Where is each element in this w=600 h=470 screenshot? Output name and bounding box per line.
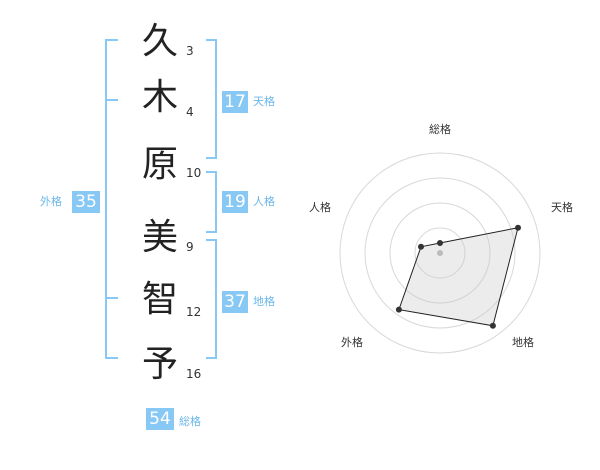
jinkaku-label: 人格 [253, 195, 275, 208]
jinkaku-badge: 19 [222, 191, 248, 213]
radar-point-4 [395, 306, 402, 313]
kanji-1: 久 [141, 21, 178, 62]
chikaku-bracket [206, 239, 217, 359]
soukaku-label: 総格 [179, 415, 201, 428]
tenkaku-bracket [206, 39, 217, 159]
stroke-count-6: 16 [186, 367, 202, 381]
jinkaku-bracket [206, 171, 217, 233]
stroke-count-3: 10 [186, 166, 202, 180]
radar-series-polygon [398, 227, 519, 327]
kanji-6: 予 [141, 344, 178, 385]
stroke-count-1: 3 [186, 44, 194, 58]
stroke-count-5: 12 [186, 305, 202, 319]
kanji-4: 美 [141, 217, 178, 258]
radar-point-3 [489, 322, 496, 329]
stroke-count-2: 4 [186, 105, 194, 119]
radar-ring [364, 177, 516, 329]
radar-label-chikaku: 地格 [512, 335, 534, 349]
tenkaku-badge: 17 [222, 91, 248, 113]
radar-point-2 [515, 224, 521, 231]
kanji-2: 木 [141, 77, 178, 118]
kanji-3: 原 [141, 144, 178, 185]
chikaku-badge: 37 [222, 291, 248, 313]
radar-label-jinkaku: 人格 [309, 200, 331, 214]
tenkaku-label: 天格 [253, 95, 275, 108]
kanji-5: 智 [141, 279, 178, 320]
chikaku-label: 地格 [253, 295, 275, 308]
radar-center-dot [437, 250, 443, 256]
gaikaku-badge: 35 [72, 191, 100, 213]
radar-label-gaikaku: 外格 [341, 335, 363, 349]
radar-point-5 [418, 243, 424, 250]
radar-point-1 [437, 240, 443, 246]
radar-ring [339, 152, 541, 354]
gaikaku-label: 外格 [40, 195, 62, 208]
radar-chart: 総格 天格 地格 外格 人格 [309, 122, 573, 354]
soukaku-badge: 54 [146, 408, 174, 430]
gaikaku-bracket [105, 39, 118, 359]
radar-ring [414, 227, 466, 279]
radar-label-tenkaku: 天格 [551, 200, 573, 214]
radar-ring [389, 202, 491, 304]
stroke-count-4: 9 [186, 240, 194, 254]
radar-label-soukaku: 総格 [429, 122, 451, 136]
